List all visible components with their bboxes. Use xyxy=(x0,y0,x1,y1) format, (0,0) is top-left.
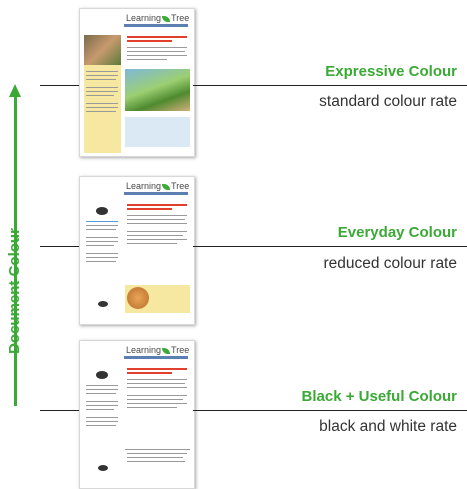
leaf-icon xyxy=(162,183,171,190)
document-photo xyxy=(125,69,190,111)
leaf-icon xyxy=(162,15,171,22)
mouse-icon xyxy=(98,465,108,471)
text-line xyxy=(127,59,167,60)
axis-line xyxy=(14,96,17,406)
text-line xyxy=(127,231,187,232)
text-line xyxy=(86,405,118,406)
text-line xyxy=(127,461,185,462)
text-line xyxy=(86,225,118,226)
text-line xyxy=(127,47,187,48)
divider-line xyxy=(193,410,467,411)
text-line xyxy=(86,111,116,112)
tier-subtitle-expressive: standard colour rate xyxy=(319,93,457,110)
text-line xyxy=(86,393,116,394)
document-header: Learning Tree xyxy=(80,9,194,31)
text-line xyxy=(86,71,118,72)
document-expressive: Learning Tree xyxy=(79,8,195,157)
document-everyday: Learning Tree xyxy=(79,176,195,325)
logo-text: Learning xyxy=(126,13,162,23)
document-headline xyxy=(127,208,172,210)
text-line xyxy=(127,399,183,400)
connector-line xyxy=(40,85,79,86)
text-line xyxy=(86,401,118,402)
logo-text-2: Tree xyxy=(171,181,190,191)
tier-title-expressive: Expressive Colour xyxy=(325,63,457,80)
text-line xyxy=(127,379,187,380)
text-line xyxy=(127,403,187,404)
document-headline xyxy=(127,204,187,206)
leaf-icon xyxy=(162,347,171,354)
document-header: Learning Tree xyxy=(80,341,194,363)
document-logo: Learning Tree xyxy=(126,345,189,355)
text-line xyxy=(86,425,116,426)
text-line xyxy=(127,235,183,236)
mouse-icon xyxy=(96,207,108,215)
document-black-useful: Learning Tree xyxy=(79,340,195,489)
logo-text-2: Tree xyxy=(171,345,190,355)
connector-line xyxy=(40,410,79,411)
mouse-icon xyxy=(98,301,108,307)
document-header: Learning Tree xyxy=(80,177,194,199)
document-logo: Learning Tree xyxy=(126,13,189,23)
text-line xyxy=(127,223,187,224)
tier-title-everyday: Everyday Colour xyxy=(337,224,457,241)
text-line xyxy=(127,457,183,458)
logo-text-2: Tree xyxy=(171,13,190,23)
document-headline xyxy=(127,40,172,42)
axis-label: Document Colour xyxy=(6,228,23,354)
document-info-box xyxy=(125,449,190,478)
text-line xyxy=(86,107,118,108)
text-line xyxy=(86,417,118,418)
document-navbar xyxy=(124,24,188,27)
text-line xyxy=(127,383,185,384)
tier-subtitle-everyday: reduced colour rate xyxy=(323,255,457,272)
text-line xyxy=(86,221,118,222)
text-line xyxy=(86,421,118,422)
mouse-icon xyxy=(96,371,108,379)
tier-title-black-useful: Black + Useful Colour xyxy=(301,388,457,405)
up-arrow-icon xyxy=(9,84,21,97)
text-line xyxy=(127,453,187,454)
document-photo xyxy=(84,35,121,65)
text-line xyxy=(127,55,187,56)
text-line xyxy=(86,229,116,230)
text-line xyxy=(86,385,118,386)
text-line xyxy=(127,215,187,216)
text-line xyxy=(86,245,114,246)
text-line xyxy=(127,51,185,52)
divider-line xyxy=(193,85,467,86)
text-line xyxy=(86,237,118,238)
text-line xyxy=(127,239,187,240)
document-logo: Learning Tree xyxy=(126,181,189,191)
text-line xyxy=(86,91,118,92)
document-photo xyxy=(127,287,149,309)
text-line xyxy=(86,103,118,104)
text-line xyxy=(86,253,118,254)
divider-line xyxy=(193,246,467,247)
text-line xyxy=(86,389,118,390)
text-line xyxy=(127,395,187,396)
document-info-box xyxy=(125,117,190,147)
text-line xyxy=(86,409,114,410)
tier-subtitle-black-useful: black and white rate xyxy=(319,418,457,435)
document-headline xyxy=(127,372,172,374)
text-line xyxy=(86,95,114,96)
text-line xyxy=(86,75,118,76)
text-line xyxy=(86,87,118,88)
text-line xyxy=(86,79,116,80)
document-headline xyxy=(127,36,187,38)
text-line xyxy=(127,407,177,408)
logo-text: Learning xyxy=(126,181,162,191)
text-line xyxy=(127,219,185,220)
text-line xyxy=(86,241,118,242)
document-headline xyxy=(127,368,187,370)
connector-line xyxy=(40,246,79,247)
text-line xyxy=(86,261,116,262)
document-navbar xyxy=(124,356,188,359)
text-line xyxy=(86,257,118,258)
logo-text: Learning xyxy=(126,345,162,355)
text-line xyxy=(127,387,187,388)
document-navbar xyxy=(124,192,188,195)
text-line xyxy=(127,243,177,244)
